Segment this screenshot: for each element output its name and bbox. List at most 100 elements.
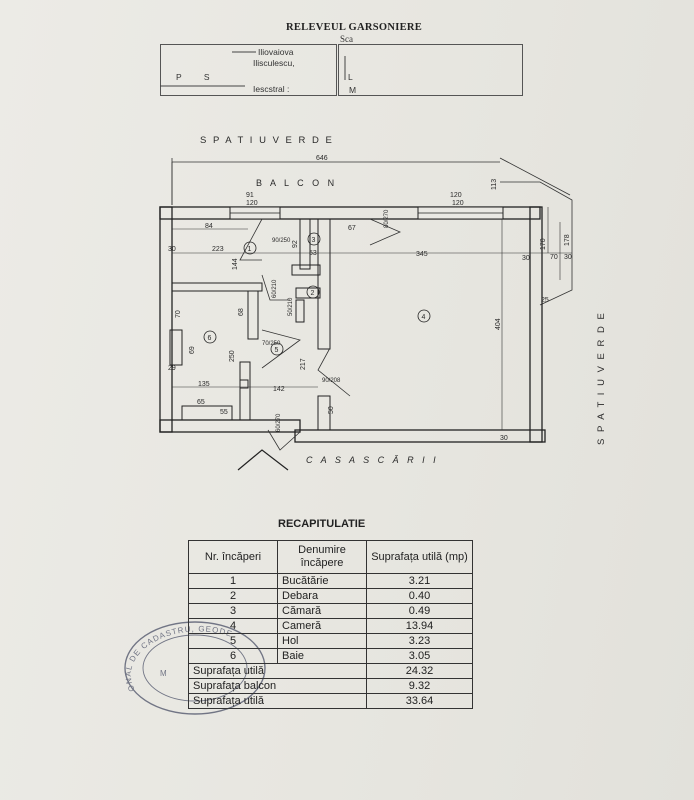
total-label: Suprafața utilă (188, 663, 367, 679)
casa-scarii-label: C A S A S C Ă R I I (306, 455, 439, 465)
balcon-label: B A L C O N (256, 178, 337, 188)
dim-120-a: 120 (246, 200, 258, 207)
dim-30-d: 30 (500, 435, 508, 442)
dim-135: 135 (198, 381, 210, 388)
dim-67: 67 (348, 225, 356, 232)
dim-70-a: 70 (550, 254, 558, 261)
dim-92: 92 (292, 240, 299, 248)
dim-646: 646 (316, 155, 328, 162)
dim-30-b: 30 (522, 255, 530, 262)
row-area: 3.21 (366, 573, 473, 589)
dim-170: 170 (540, 238, 547, 250)
room-3-number: 3 (312, 237, 316, 244)
row-nr: 3 (188, 603, 278, 619)
scara-label: Sca (340, 34, 353, 44)
stamp-center: M (160, 669, 167, 678)
dim-250: 250 (229, 350, 236, 362)
row-area: 3.23 (366, 633, 473, 649)
owner-box (160, 44, 337, 96)
spatiu-verde-right-label: S P A T I U V E R D E (596, 311, 607, 445)
row-name: Hol (277, 633, 367, 649)
total-area: 24.32 (366, 663, 473, 679)
owner-name-2: Ilisculescu, (253, 58, 295, 68)
row-area: 0.40 (366, 588, 473, 604)
room-5-number: 5 (275, 347, 279, 354)
dim-91: 91 (246, 192, 254, 199)
row-nr: 1 (188, 573, 278, 589)
door-dim-3: 70/250 (262, 341, 281, 347)
header-nr: Nr. încăperi (188, 540, 278, 574)
total-area: 9.32 (366, 678, 473, 694)
dim-404: 404 (495, 318, 502, 330)
dim-65: 65 (197, 399, 205, 406)
door-dim-2: 80/270 (384, 209, 390, 228)
document-title: RELEVEUL GARSONIERE (286, 22, 423, 33)
dim-345: 345 (416, 251, 428, 258)
dim-30-a: 30 (168, 246, 176, 253)
dim-223: 223 (212, 246, 224, 253)
total-area: 33.64 (366, 693, 473, 709)
row-area: 0.49 (366, 603, 473, 619)
m-label: M (349, 85, 357, 95)
row-name: Cameră (277, 618, 367, 634)
row-nr: 5 (188, 633, 278, 649)
dim-84: 84 (205, 223, 213, 230)
row-area: 3.05 (366, 648, 473, 664)
dim-142: 142 (273, 386, 285, 393)
sector-label: Iescstral : (253, 84, 290, 94)
row-area: 13.94 (366, 618, 473, 634)
door-dim-4: 90/208 (322, 378, 341, 384)
dim-53: 53 (309, 250, 317, 257)
door-dim-5: 60/270 (276, 413, 282, 432)
dim-50: 50 (328, 406, 335, 414)
row-name: Cămară (277, 603, 367, 619)
dim-25: 25 (541, 297, 549, 304)
spatiu-verde-top-label: S P A T I U V E R D E (200, 135, 334, 146)
dim-30-c: 30 (564, 254, 572, 261)
door-dim-6: 60/210 (272, 279, 278, 298)
dim-69: 69 (189, 346, 196, 354)
header-name: Denumire încăpere (277, 540, 367, 574)
dim-29: 29 (168, 365, 176, 372)
row-nr: 6 (188, 648, 278, 664)
total-label: Suprafața utilă (188, 693, 367, 709)
owner-name-1: Iliovaiova (258, 47, 294, 57)
room-4-number: 4 (422, 314, 426, 321)
room-6-number: 6 (208, 335, 212, 342)
row-name: Baie (277, 648, 367, 664)
recap-title: RECAPITULATIE (278, 518, 366, 530)
ps-label: P S (176, 72, 220, 82)
door-dim-7: 50/210 (288, 297, 294, 316)
row-nr: 2 (188, 588, 278, 604)
dim-70-b: 70 (175, 310, 182, 318)
dim-68: 68 (238, 308, 245, 316)
total-label: Suprafața balcon (188, 678, 367, 694)
dim-217: 217 (300, 358, 307, 370)
door-dim-1: 90/250 (272, 238, 291, 244)
dim-120-b: 120 (450, 192, 462, 199)
dim-120-c: 120 (452, 200, 464, 207)
recap-table: Nr. încăperi Denumire încăpere Suprafața… (188, 540, 473, 709)
dim-178: 178 (564, 234, 571, 246)
dim-55: 55 (220, 409, 228, 416)
dim-113: 113 (491, 179, 498, 190)
dim-144: 144 (232, 258, 239, 270)
room-1-number: 1 (248, 246, 252, 253)
recap-header-row: Nr. încăperi Denumire încăpere Suprafața… (188, 540, 473, 574)
room-2-number: 2 (311, 290, 315, 297)
row-name: Bucătărie (277, 573, 367, 589)
location-box (338, 44, 523, 96)
l-label: L (348, 72, 353, 82)
header-area: Suprafața utilă (mp) (366, 540, 473, 574)
row-name: Debara (277, 588, 367, 604)
row-nr: 4 (188, 618, 278, 634)
